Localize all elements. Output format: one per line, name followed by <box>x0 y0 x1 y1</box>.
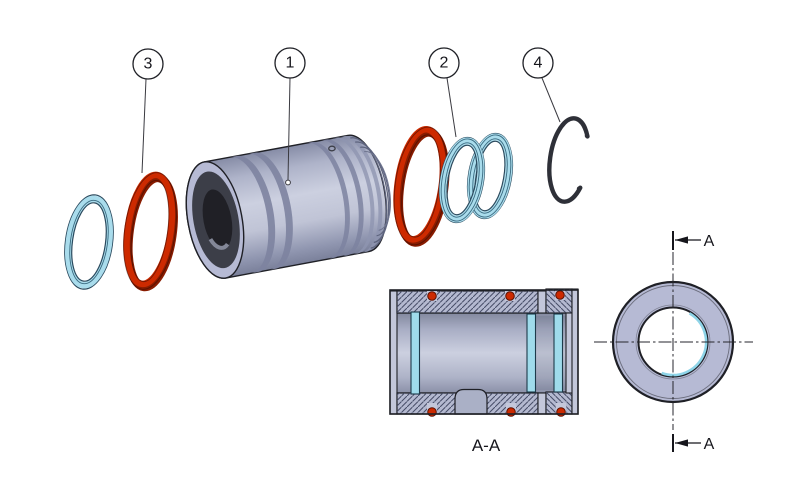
part-ribbed-seal-a <box>438 136 486 224</box>
section-marker-bottom-label: A <box>704 436 715 453</box>
balloon-circle-1 <box>274 47 306 79</box>
part-backup-seal-ring <box>64 194 114 290</box>
balloon-circle-2 <box>428 47 460 79</box>
snap-ring-end <box>576 186 582 191</box>
section-arrow-icon <box>675 439 688 447</box>
seal-cross-section <box>526 313 537 393</box>
cylinder-groove <box>247 152 293 270</box>
section-right-lip <box>571 288 579 415</box>
part-ribbed-seal-b <box>466 132 514 220</box>
part-cylinder-body <box>185 134 391 279</box>
vent-hole <box>328 145 336 152</box>
bore-highlight <box>208 238 230 250</box>
section-groove-channel-top <box>537 290 547 314</box>
end-step-ring <box>350 137 388 249</box>
cylinder-groove <box>229 155 276 274</box>
leader-line-2 <box>446 77 457 138</box>
balloon-label-1: 1 <box>286 55 295 72</box>
end-step-ring <box>360 146 391 237</box>
part-retaining-ring <box>547 116 590 204</box>
cylinder-bore <box>202 189 233 250</box>
section-marker-top: A <box>672 231 715 250</box>
section-marker-bottom: A <box>672 434 715 453</box>
cylinder-groove <box>306 141 350 260</box>
balloon-label-3: 3 <box>144 56 153 73</box>
exploded-view: 3 1 2 4 <box>64 47 590 292</box>
balloon-circle-3 <box>132 48 164 80</box>
balloon-3: 3 <box>132 48 164 174</box>
section-view: A-A <box>389 288 579 455</box>
section-view-label: A-A <box>472 436 501 455</box>
section-arrow-icon <box>675 236 688 244</box>
part-oring-front <box>123 171 178 292</box>
balloon-label-4: 4 <box>534 55 543 72</box>
balloon-circle-4 <box>522 47 554 79</box>
cylinder-groove <box>320 139 364 257</box>
section-cylinder-wall-top <box>396 290 539 314</box>
end-view-seal-arc <box>661 312 708 377</box>
seal-cross-section <box>553 313 564 393</box>
balloon-1: 1 <box>274 47 306 186</box>
end-view: A A <box>594 231 753 453</box>
leader-line-4 <box>541 77 561 123</box>
leader-dot-1 <box>285 179 291 186</box>
section-port-notch <box>454 388 488 415</box>
section-marker-top-label: A <box>704 233 715 250</box>
snap-ring-end <box>584 133 590 139</box>
leader-line-3 <box>141 78 147 174</box>
section-bore <box>397 313 566 393</box>
cylinder-groove <box>332 137 375 255</box>
section-groove-channel-bottom <box>537 392 547 415</box>
leader-line-1 <box>287 77 291 181</box>
section-outline <box>389 289 579 415</box>
section-left-wall <box>389 290 398 415</box>
balloon-2: 2 <box>428 47 460 138</box>
cylinder-groove <box>339 135 383 253</box>
end-step-ring <box>355 141 390 244</box>
seal-cross-section <box>410 311 421 395</box>
balloon-label-2: 2 <box>440 55 449 72</box>
balloon-4: 4 <box>522 47 561 123</box>
